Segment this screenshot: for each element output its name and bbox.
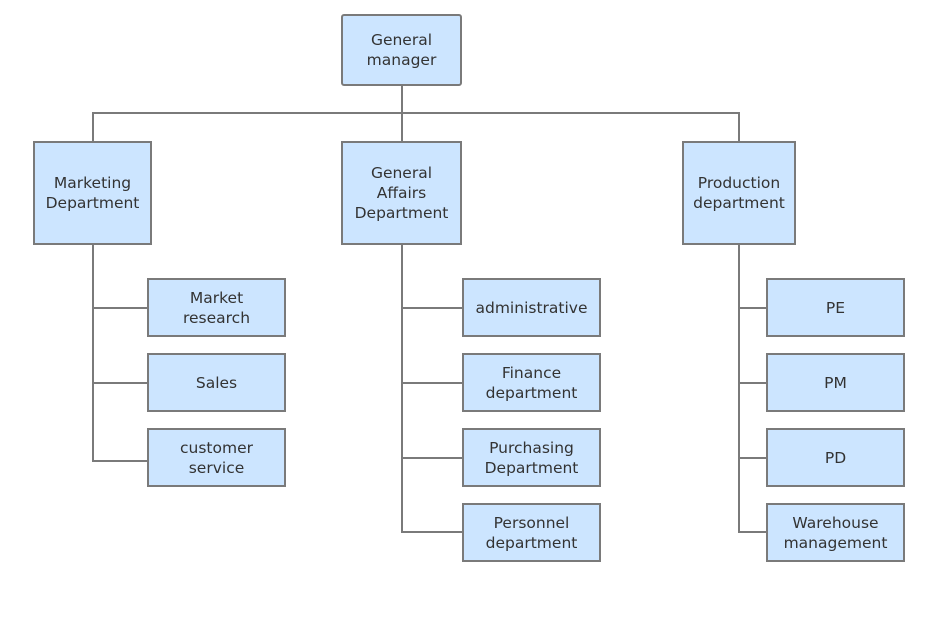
node-warehouse-management: Warehouse management: [766, 503, 905, 562]
connector-production-spine: [738, 245, 740, 533]
node-customer-service: customer service: [147, 428, 286, 487]
connector-affairs-child-2: [401, 382, 462, 384]
node-pm: PM: [766, 353, 905, 412]
connector-production-child-2: [738, 382, 766, 384]
connector-bus-marketing: [92, 112, 94, 141]
connector-bus-affairs: [401, 112, 403, 141]
connector-affairs-child-1: [401, 307, 462, 309]
connector-affairs-child-4: [401, 531, 462, 533]
node-general-manager: General manager: [341, 14, 462, 86]
node-market-research: Market research: [147, 278, 286, 337]
node-production-department: Production department: [682, 141, 796, 245]
connector-top-bus: [92, 112, 740, 114]
node-personnel-department: Personnel department: [462, 503, 601, 562]
connector-marketing-spine: [92, 245, 94, 462]
connector-bus-production: [738, 112, 740, 141]
node-purchasing-department: Purchasing Department: [462, 428, 601, 487]
connector-affairs-spine: [401, 245, 403, 533]
connector-marketing-child-2: [92, 382, 147, 384]
connector-root-down: [401, 86, 403, 114]
connector-affairs-child-3: [401, 457, 462, 459]
node-general-affairs-department: General Affairs Department: [341, 141, 462, 245]
connector-marketing-child-3: [92, 460, 147, 462]
node-sales: Sales: [147, 353, 286, 412]
connector-production-child-1: [738, 307, 766, 309]
node-finance-department: Finance department: [462, 353, 601, 412]
connector-marketing-child-1: [92, 307, 147, 309]
connector-production-child-4: [738, 531, 766, 533]
node-pe: PE: [766, 278, 905, 337]
connector-production-child-3: [738, 457, 766, 459]
node-pd: PD: [766, 428, 905, 487]
node-marketing-department: Marketing Department: [33, 141, 152, 245]
node-administrative: administrative: [462, 278, 601, 337]
